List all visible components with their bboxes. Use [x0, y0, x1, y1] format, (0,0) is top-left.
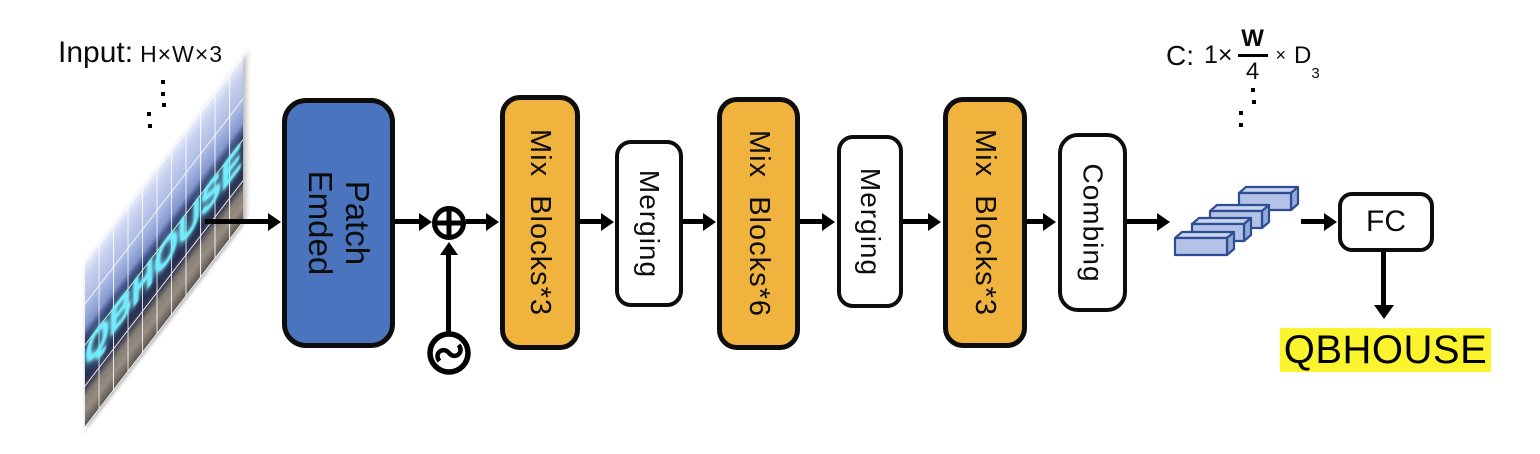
- arrow-add-to-mix1: [466, 219, 486, 224]
- arrow-combing-to-features: [1127, 219, 1157, 224]
- arrow-features-to-fc: [1301, 219, 1324, 224]
- mix-blocks-2-label: Mix Blocks*6: [743, 129, 776, 318]
- dot: [1239, 111, 1243, 115]
- prediction-text: QBHOUSE: [1280, 328, 1491, 372]
- block-merging-2: Merging: [837, 135, 903, 308]
- sine-wave-circle-icon: [427, 331, 471, 375]
- stacked-cuboids-icon: [1173, 185, 1300, 257]
- block-merging-1: Merging: [615, 140, 683, 307]
- circled-plus-icon: [432, 206, 466, 240]
- dot: [162, 103, 166, 107]
- arrow-posenc-to-add: [446, 255, 451, 332]
- combing-label: Combing: [1077, 162, 1109, 283]
- block-mix-blocks-1: Mix Blocks*3: [500, 95, 580, 350]
- output-dims-label: C: 1× W 4 × D 3: [1166, 27, 1320, 84]
- dot: [161, 80, 165, 84]
- dims-channel: D: [1294, 41, 1312, 69]
- arrow-fc-to-prediction: [1381, 252, 1386, 305]
- arrow-merging2-to-mix3: [903, 219, 928, 224]
- arrow-mix2-to-merging2: [800, 219, 822, 224]
- dims-batch: 1×: [1204, 41, 1233, 69]
- block-patch-embed: Patch Emded: [282, 98, 395, 348]
- block-fc: FC: [1338, 192, 1434, 252]
- dims-times: ×: [1275, 45, 1287, 65]
- fraction-bar: [1237, 54, 1268, 57]
- dot: [161, 92, 165, 96]
- block-mix-blocks-2: Mix Blocks*6: [717, 97, 800, 350]
- merging-2-label: Merging: [855, 167, 887, 276]
- arrow-input-to-patch-embed: [205, 219, 268, 224]
- dot: [1252, 100, 1256, 104]
- input-label-prefix: Input:: [58, 36, 134, 69]
- mix-blocks-3-label: Mix Blocks*3: [969, 128, 1002, 317]
- dot: [148, 124, 152, 128]
- input-image: QBHOUSE: [84, 55, 243, 429]
- arrow-mix1-to-merging1: [580, 219, 601, 224]
- dot: [1239, 123, 1243, 127]
- block-mix-blocks-3: Mix Blocks*3: [943, 97, 1027, 348]
- arrow-patch-embed-to-add: [395, 219, 419, 224]
- dims-channel-subscript: 3: [1311, 65, 1320, 82]
- patch-embed-label: Patch Emded: [302, 170, 377, 276]
- input-label: Input: H×W×3: [58, 36, 223, 70]
- dims-prefix: C:: [1166, 39, 1194, 71]
- block-combing: Combing: [1058, 133, 1127, 312]
- dims-fraction: W 4: [1237, 25, 1268, 85]
- dot: [147, 112, 151, 116]
- arrow-merging1-to-mix2: [683, 219, 703, 224]
- arrow-mix3-to-combing: [1027, 219, 1043, 224]
- merging-1-label: Merging: [634, 169, 666, 278]
- fc-label: FC: [1366, 205, 1406, 238]
- fraction-denominator: 4: [1245, 58, 1260, 85]
- fraction-numerator: W: [1241, 25, 1264, 52]
- mix-blocks-1-label: Mix Blocks*3: [524, 128, 557, 317]
- dot: [1251, 88, 1255, 92]
- input-dims: H×W×3: [140, 41, 224, 67]
